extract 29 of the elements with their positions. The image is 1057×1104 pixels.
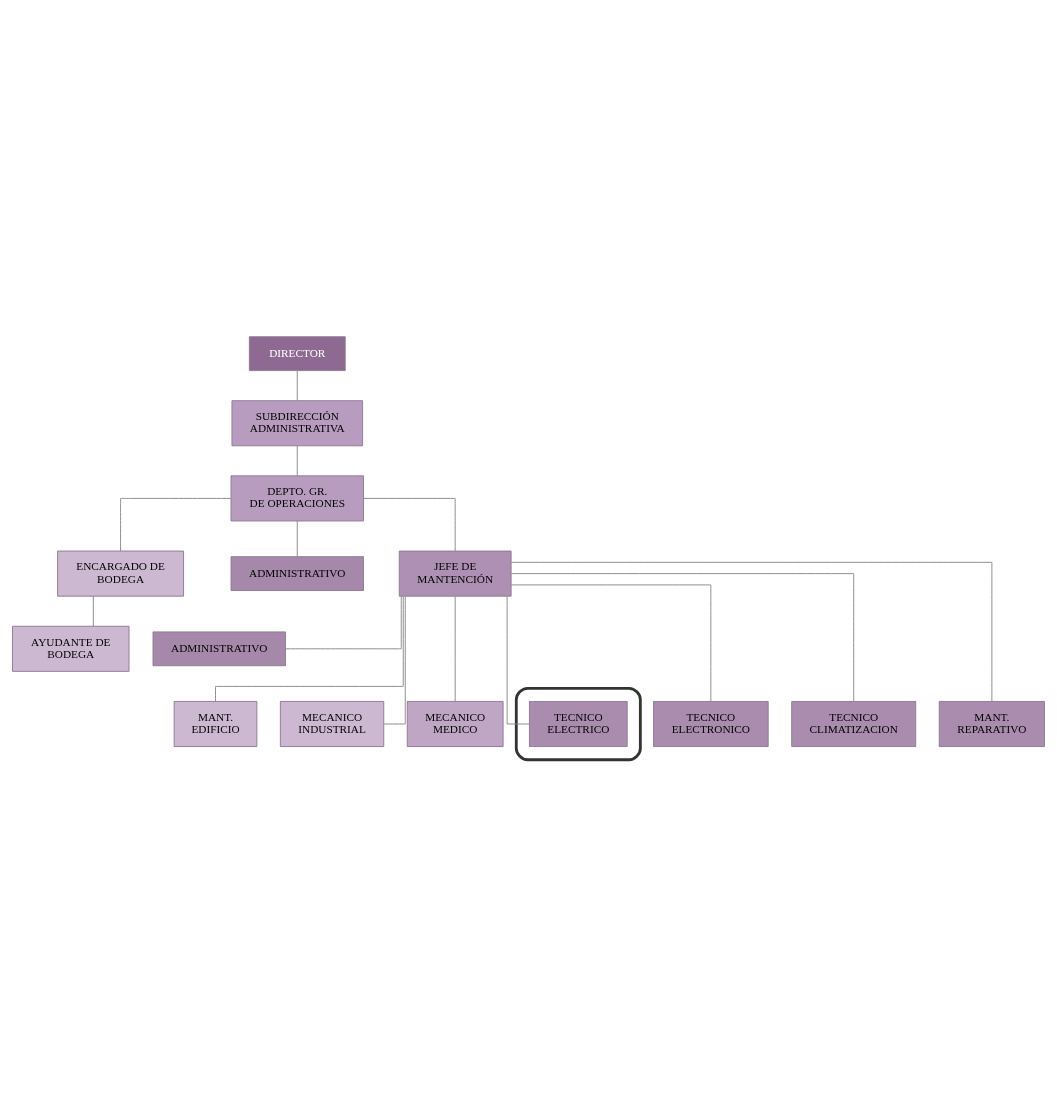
node-box: ADMINISTRATIVO (152, 631, 286, 667)
node-box: MANT. REPARATIVO (938, 701, 1045, 748)
node-box: TECNICO ELECTRICO (528, 701, 628, 748)
node-box: DEPTO. GR. DE OPERACIONES (230, 475, 365, 522)
connector (296, 445, 298, 477)
node-box: AYUDANTE DE BODEGA (12, 625, 130, 672)
connector (506, 596, 530, 725)
connector (92, 595, 94, 627)
connector (296, 370, 298, 401)
connector (510, 561, 993, 702)
node-box: ENCARGADO DE BODEGA (57, 550, 184, 597)
node-box: SUBDIRECCIÓN ADMINISTRATIVA (231, 400, 364, 447)
node-box: MANT. EDIFICIO (173, 701, 258, 748)
node-box: JEFE DE MANTENCIÓN (398, 550, 512, 597)
connector (363, 497, 456, 552)
connector (296, 520, 298, 558)
node-box: TECNICO CLIMATIZACION (791, 701, 917, 748)
connector (383, 596, 406, 725)
node-box: MECANICO MEDICO (406, 701, 504, 748)
connector (454, 596, 456, 702)
cluster (514, 686, 642, 762)
node-box: TECNICO ELECTRONICO (653, 701, 769, 748)
connector (510, 573, 855, 702)
node-box: MECANICO INDUSTRIAL (279, 701, 385, 748)
node-box: DIRECTOR (248, 336, 346, 372)
connector (285, 595, 402, 650)
node-box: ADMINISTRATIVO (230, 556, 365, 591)
connector (120, 497, 232, 552)
connector (510, 584, 712, 702)
